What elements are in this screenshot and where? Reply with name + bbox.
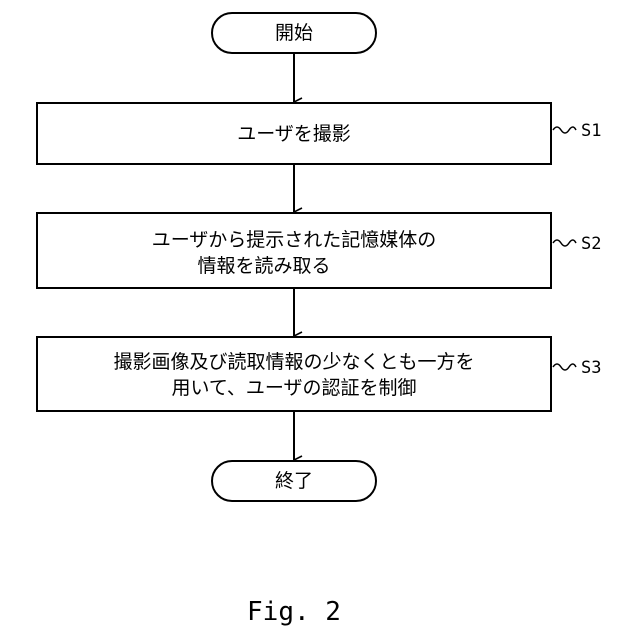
end-label: 終了 (275, 470, 313, 492)
process-step-s3: 撮影画像及び読取情報の少なくとも一方を 用いて、ユーザの認証を制御 S3 (37, 337, 601, 411)
figure-caption: Fig. 2 (247, 597, 341, 627)
step-text-line: 用いて、ユーザの認証を制御 (171, 377, 416, 399)
step-text-line: ユーザから提示された記憶媒体の (152, 229, 437, 251)
leader-line-s2 (553, 240, 576, 246)
step-text-line: 撮影画像及び読取情報の少なくとも一方を (113, 351, 474, 373)
process-step-s2: ユーザから提示された記憶媒体の 情報を読み取る S2 (37, 213, 601, 288)
process-box-s3 (37, 337, 551, 411)
step-text-line: 情報を読み取る (197, 255, 330, 277)
step-label-s2: S2 (581, 234, 601, 254)
start-node: 開始 (212, 13, 376, 53)
process-step-s1: ユーザを撮影 S1 (37, 103, 601, 164)
leader-line-s1 (553, 127, 576, 133)
start-label: 開始 (275, 22, 313, 44)
leader-line-s3 (553, 364, 576, 370)
step-text-line: ユーザを撮影 (237, 123, 351, 145)
end-node: 終了 (212, 461, 376, 501)
step-label-s1: S1 (581, 121, 601, 141)
step-label-s3: S3 (581, 358, 601, 378)
